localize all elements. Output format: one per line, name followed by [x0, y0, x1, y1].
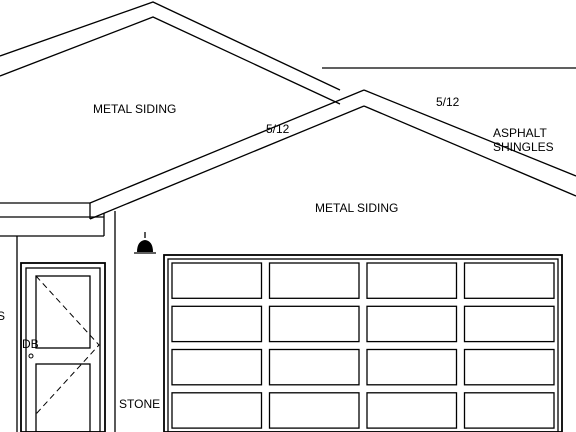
garage-door-panel: [366, 392, 458, 429]
label-base: STONE: [119, 397, 160, 411]
right-roof-plane: [322, 67, 576, 197]
garage-door-panel: [463, 262, 555, 299]
entry-door: [20, 262, 106, 432]
garage-door-panel: [171, 392, 263, 429]
label-door-tag: DB: [22, 337, 39, 351]
garage-door-panel: [366, 348, 458, 386]
upper-gable-roof: [0, 1, 341, 105]
garage-door-panel: [268, 262, 360, 299]
garage-door-panel: [171, 348, 263, 386]
label-pitch-right: 5/12: [436, 95, 460, 109]
label-upper-siding: METAL SIDING: [93, 102, 176, 116]
garage-door-panel: [463, 392, 555, 429]
label-pitch-left: 5/12: [266, 122, 290, 136]
garage-door: [163, 254, 563, 432]
garage-door-panel: [171, 305, 263, 343]
left-eave: [0, 202, 104, 432]
annotations: METAL SIDING METAL SIDING 5/12 5/12 ASPH…: [0, 95, 554, 411]
garage-door-panel: [463, 305, 555, 343]
garage-door-panel: [268, 305, 360, 343]
garage-door-panel: [463, 348, 555, 386]
wall-lamp-icon: [134, 232, 156, 254]
garage-door-panel: [366, 305, 458, 343]
garage-door-panel: [171, 262, 263, 299]
label-lower-siding: METAL SIDING: [315, 201, 398, 215]
garage-door-panel: [268, 348, 360, 386]
door-knob-icon: [28, 353, 34, 359]
label-roof-line1: ASPHALT: [493, 126, 547, 140]
label-edge-fragment: S: [0, 309, 5, 323]
label-roof-line2: SHINGLES: [493, 140, 554, 154]
garage-door-panel: [268, 392, 360, 429]
garage-door-panel: [366, 262, 458, 299]
